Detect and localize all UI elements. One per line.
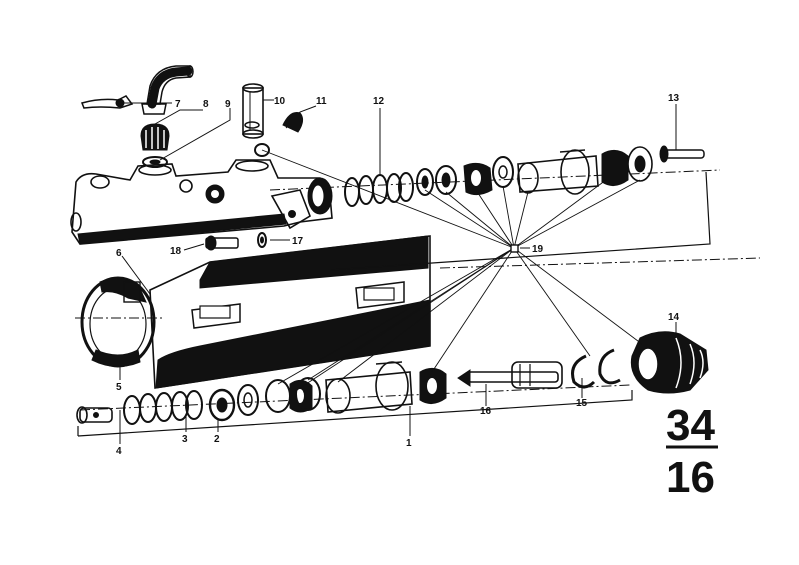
part-8-cap	[140, 123, 170, 168]
part-11-bleed-plug	[254, 112, 304, 157]
callout-1: 1	[406, 438, 412, 449]
master-cylinder-housing	[70, 159, 333, 245]
mounting-bracket	[149, 235, 431, 389]
callout-5: 5	[116, 382, 122, 393]
part-14-dust-boot	[630, 331, 709, 394]
part-18-screw	[205, 235, 239, 251]
callout-16: 16	[480, 406, 492, 417]
part-2-seal	[208, 384, 259, 422]
top-piston	[517, 146, 653, 195]
page-reference: 34 16	[666, 401, 718, 502]
part-12-spring	[344, 172, 414, 207]
part-4-end-plug	[76, 406, 113, 424]
callout-7: 7	[175, 99, 181, 110]
top-seal-washers	[416, 156, 514, 196]
callout-15: 15	[576, 398, 588, 409]
part-13-stop-pin	[659, 145, 705, 163]
page-ref-sheet-number: 16	[666, 453, 715, 502]
callout-2: 2	[214, 434, 220, 445]
bottom-seal-stack	[265, 377, 321, 413]
callout-6: 6	[116, 248, 122, 259]
callout-14: 14	[668, 312, 680, 323]
part-17-seal	[257, 232, 267, 248]
assembly-bracket-lines	[77, 171, 711, 437]
part-15-circlip	[571, 348, 621, 389]
callout-19: 19	[532, 244, 544, 255]
callout-3: 3	[182, 434, 188, 445]
callout-labels: 7 8 9 10 11 12 13 6 18 17 19 14 5 4 3 2 …	[116, 93, 680, 457]
part-19-hub-marker	[510, 244, 519, 253]
callout-11: 11	[316, 96, 327, 107]
callout-18: 18	[170, 246, 182, 257]
part-19-hub-leaders	[261, 149, 643, 389]
part-9-gasket	[244, 121, 260, 129]
part-16-push-rod	[457, 361, 563, 389]
bottom-piston	[325, 361, 447, 414]
part-5-clamp-strap	[80, 276, 156, 368]
callout-8: 8	[203, 99, 209, 110]
part-3-spring	[123, 390, 203, 425]
leader-lines	[118, 99, 677, 444]
callout-9: 9	[225, 99, 231, 110]
callout-12: 12	[373, 96, 385, 107]
callout-17: 17	[292, 236, 304, 247]
part-7-vent-fitting	[80, 65, 194, 115]
part-10-sleeve	[242, 83, 264, 139]
callout-4: 4	[116, 446, 122, 457]
callout-10: 10	[274, 96, 286, 107]
page-ref-group-number: 34	[666, 401, 715, 450]
callout-13: 13	[668, 93, 680, 104]
